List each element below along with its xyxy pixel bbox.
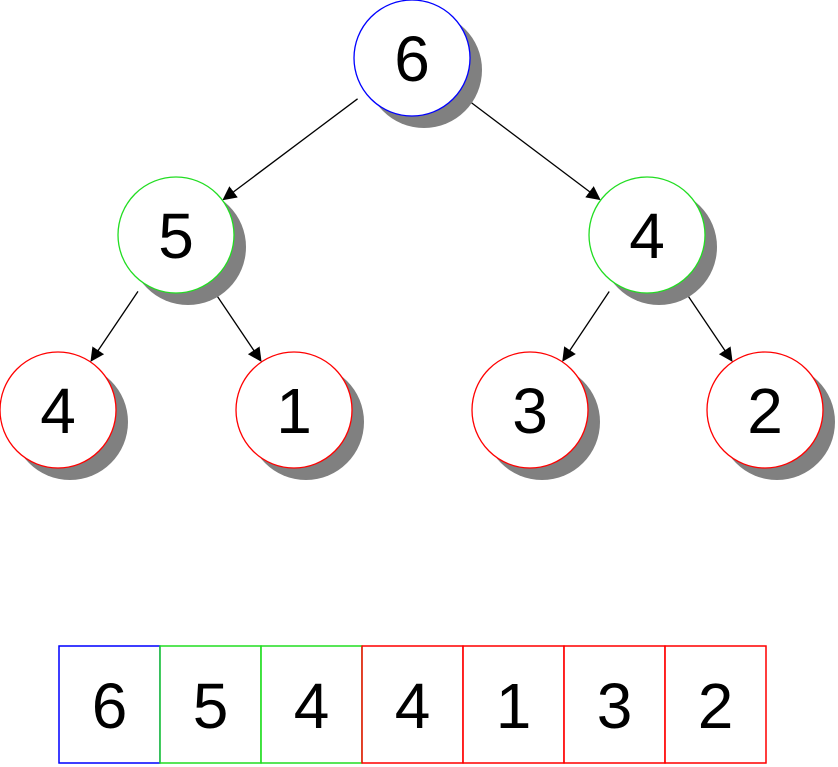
tree-nodes: 6 5 4 4 1 3 2 [0, 0, 835, 480]
array-cell-3: 4 [361, 645, 464, 764]
node-value: 6 [394, 23, 430, 95]
tree-edge-l1-1-to-l2-2 [562, 291, 610, 362]
node-value: 2 [747, 375, 783, 447]
array-cell-value: 4 [294, 670, 330, 742]
tree-edges [90, 98, 733, 362]
node-value: 4 [40, 375, 76, 447]
array-cell-value: 5 [193, 670, 229, 742]
array-cell-border-6 [664, 645, 767, 764]
tree-node-l2-2: 3 [471, 351, 600, 480]
node-circle [235, 351, 353, 469]
tree-edge-l1-1-to-l2-3 [684, 291, 733, 362]
array-cell-4: 1 [462, 645, 565, 764]
array-cell-box [563, 645, 666, 764]
array-cell-box [159, 645, 262, 764]
node-circle [706, 351, 824, 469]
array-cell-value: 4 [395, 670, 431, 742]
array-cell-value: 6 [92, 670, 128, 742]
array-cell-box [361, 645, 464, 764]
tree-node-l2-3: 2 [706, 351, 835, 480]
array-cell-value: 3 [597, 670, 633, 742]
tree-edge-l1-0-to-l2-0 [90, 291, 139, 362]
array-cell-1: 5 [159, 645, 262, 764]
tree-node-l1-0: 5 [117, 176, 246, 305]
array-cell-0: 6 [58, 645, 161, 764]
array-cell-6: 2 [664, 645, 767, 764]
tree-node-l1-1: 4 [588, 176, 717, 305]
node-circle [471, 351, 589, 469]
tree-edge-root-to-l1-1 [465, 98, 601, 201]
node-circle [588, 176, 706, 294]
tree-edge-l1-0-to-l2-1 [213, 291, 262, 362]
array-cell-5: 3 [563, 645, 666, 764]
node-value: 5 [158, 200, 194, 272]
tree-node-root: 6 [353, 0, 482, 128]
tree-node-l2-0: 4 [0, 351, 128, 480]
tree-edge-root-to-l1-0 [222, 98, 358, 201]
node-value: 1 [276, 375, 312, 447]
array-cell-value: 2 [698, 670, 734, 742]
node-value: 4 [629, 200, 665, 272]
array-cell-box [462, 645, 565, 764]
array-cell-value: 1 [496, 670, 532, 742]
node-circle [117, 176, 235, 294]
tree-node-l2-1: 1 [235, 351, 364, 480]
node-circle [353, 0, 471, 117]
array-cell-box [260, 645, 363, 764]
array-cell-2: 4 [260, 645, 363, 764]
node-value: 3 [512, 375, 548, 447]
node-circle [0, 351, 117, 469]
